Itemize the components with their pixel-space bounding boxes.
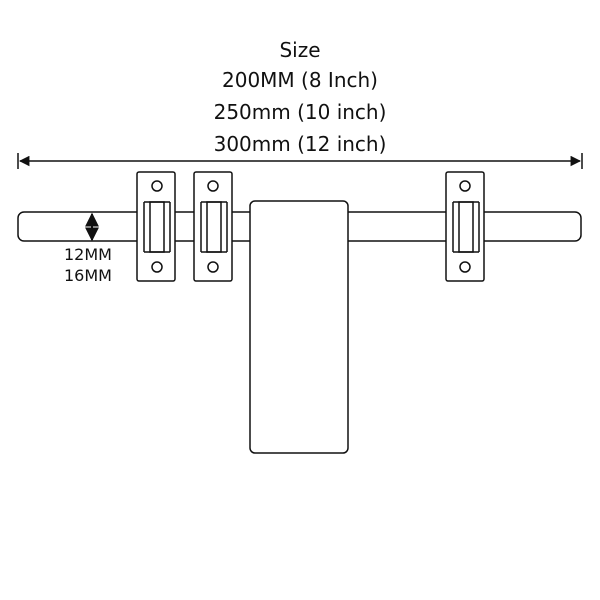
clamp-bracket-left-2 [193, 171, 233, 282]
handle-plate [249, 200, 349, 454]
clamp-bracket-left-1 [136, 171, 176, 282]
size-option-300mm: 300mm (12 inch) [213, 132, 387, 156]
size-option-250mm: 250mm (10 inch) [213, 100, 387, 124]
clamp-bracket-right [445, 171, 485, 282]
length-dimension-line [17, 153, 583, 169]
size-heading: Size [279, 38, 321, 62]
diameter-option-12mm: 12MM [64, 245, 112, 264]
diameter-option-16mm: 16MM [64, 266, 112, 285]
size-option-200mm: 200MM (8 Inch) [222, 68, 378, 92]
